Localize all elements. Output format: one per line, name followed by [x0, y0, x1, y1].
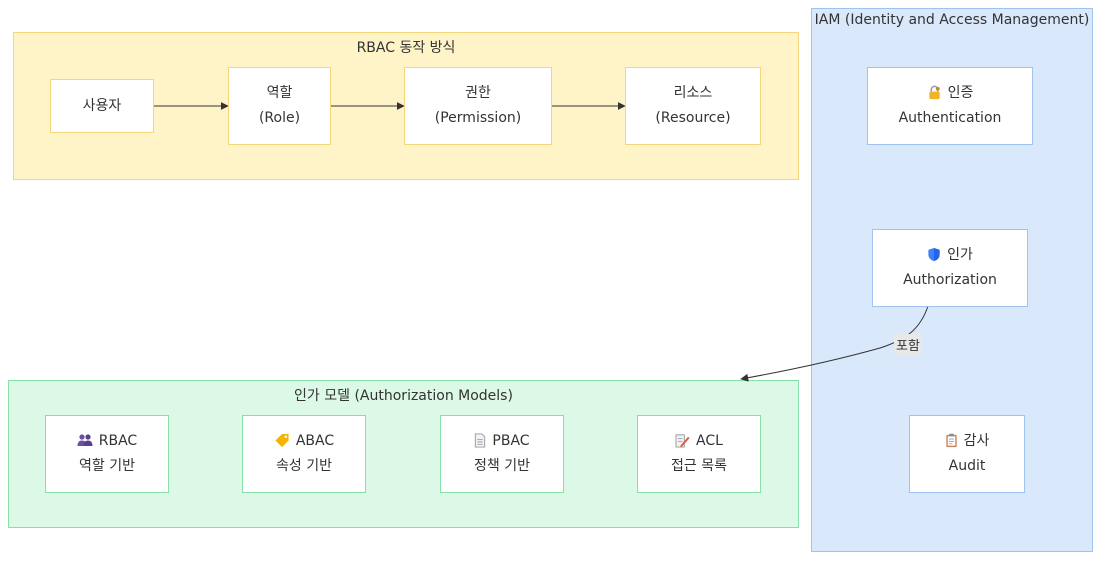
node-model-acl-sub: 접근 목록 — [671, 458, 727, 474]
edge-authorization-models — [740, 305, 929, 382]
tag-icon — [274, 433, 290, 451]
lock-key-icon — [927, 85, 942, 103]
document-icon — [474, 432, 486, 451]
node-permission-label: 권한 — [465, 85, 491, 101]
node-role-sub: (Role) — [258, 110, 301, 126]
node-authorization-label: 인가 — [947, 247, 973, 263]
memo-icon — [675, 433, 690, 451]
node-user: 사용자 — [50, 79, 154, 133]
node-role-label: 역할 — [266, 85, 293, 101]
node-permission-sub: (Permission) — [434, 110, 522, 126]
node-permission: 권한 (Permission) — [404, 67, 552, 145]
clipboard-icon — [945, 433, 958, 451]
node-authorization: 인가 Authorization — [872, 229, 1028, 307]
node-model-acl: ACL 접근 목록 — [637, 415, 761, 493]
node-resource: 리소스 (Resource) — [625, 67, 761, 145]
node-model-acl-label: ACL — [696, 433, 723, 449]
iam-title: IAM (Identity and Access Management) — [814, 12, 1090, 28]
node-model-rbac: RBAC 역할 기반 — [45, 415, 169, 493]
people-icon — [77, 433, 93, 450]
node-user-label: 사용자 — [82, 97, 122, 114]
models-title: 인가 모델 (Authorization Models) — [294, 388, 513, 404]
node-authentication-sub: Authentication — [898, 110, 1002, 126]
rbac-flow-title: RBAC 동작 방식 — [356, 40, 456, 56]
node-model-pbac-label: PBAC — [492, 433, 530, 449]
node-authentication-label: 인증 — [947, 85, 974, 101]
node-model-abac: ABAC 속성 기반 — [242, 415, 366, 493]
node-model-abac-label: ABAC — [295, 433, 335, 449]
node-model-pbac-sub: 정책 기반 — [474, 458, 530, 474]
node-model-pbac: PBAC 정책 기반 — [440, 415, 564, 493]
node-audit-sub: Audit — [948, 458, 986, 474]
node-authorization-sub: Authorization — [903, 272, 997, 288]
node-role: 역할 (Role) — [228, 67, 331, 145]
node-authentication: 인증 Authentication — [867, 67, 1033, 145]
node-model-abac-sub: 속성 기반 — [276, 458, 332, 474]
node-audit: 감사 Audit — [909, 415, 1025, 493]
node-audit-label: 감사 — [963, 433, 990, 449]
node-model-rbac-label: RBAC — [98, 433, 138, 449]
node-resource-sub: (Resource) — [655, 110, 731, 126]
node-resource-label: 리소스 — [673, 85, 713, 101]
shield-icon — [927, 247, 941, 265]
edge-label-includes: 포함 — [894, 334, 922, 355]
node-model-rbac-sub: 역할 기반 — [79, 458, 135, 474]
